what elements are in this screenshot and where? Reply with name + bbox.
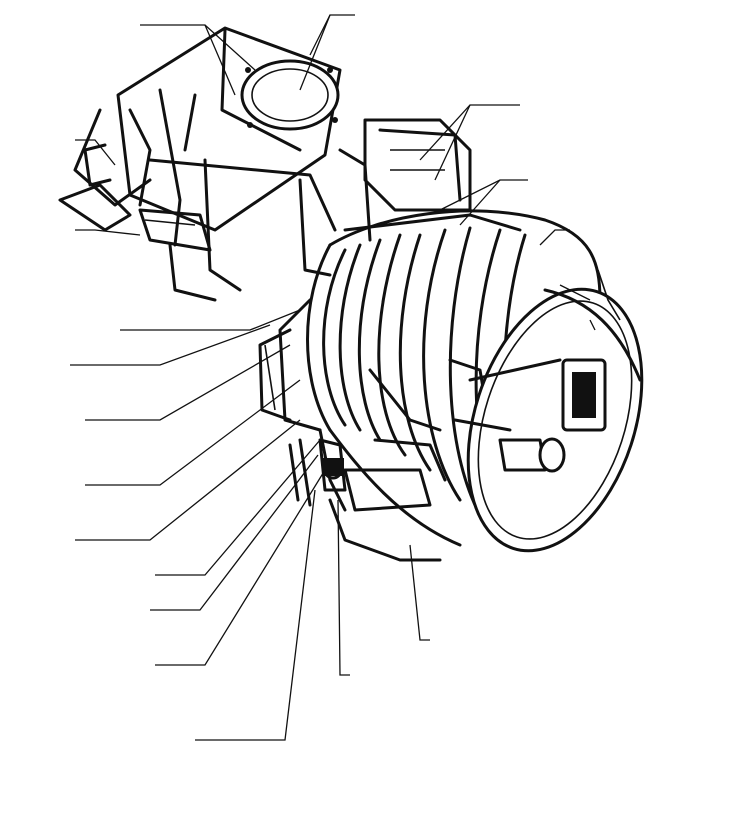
callout-top-connector	[360, 6, 366, 72]
callout-left-connector-2	[52, 528, 58, 558]
callout-left-tube-1	[30, 295, 36, 337]
callout-right-connector	[602, 272, 608, 314]
upper-housing	[58, 26, 342, 302]
callout-right-cover	[630, 315, 636, 345]
callout-bottom-plug	[355, 665, 361, 695]
callout-right-tube	[600, 224, 606, 242]
callout-right-shroud	[530, 170, 536, 200]
callout-lower-connector	[150, 650, 156, 692]
callout-top-left-plate	[142, 6, 148, 36]
callout-bottom-right-connector	[430, 628, 436, 670]
callout-left-contact-2	[36, 472, 42, 514]
callout-lower-tube	[100, 562, 106, 604]
callout-left-connector	[30, 218, 36, 260]
callout-left-plug	[30, 132, 36, 162]
callout-lower-plug	[120, 600, 126, 630]
end-cover	[453, 269, 644, 553]
callout-left-contact-1	[30, 352, 36, 394]
callout-left-tube-2	[64, 410, 70, 452]
upper-right-bracket	[298, 118, 522, 277]
callout-bottom-tube	[128, 730, 134, 820]
leader-lines	[70, 14, 596, 741]
callout-upper-right-plate	[520, 96, 526, 126]
